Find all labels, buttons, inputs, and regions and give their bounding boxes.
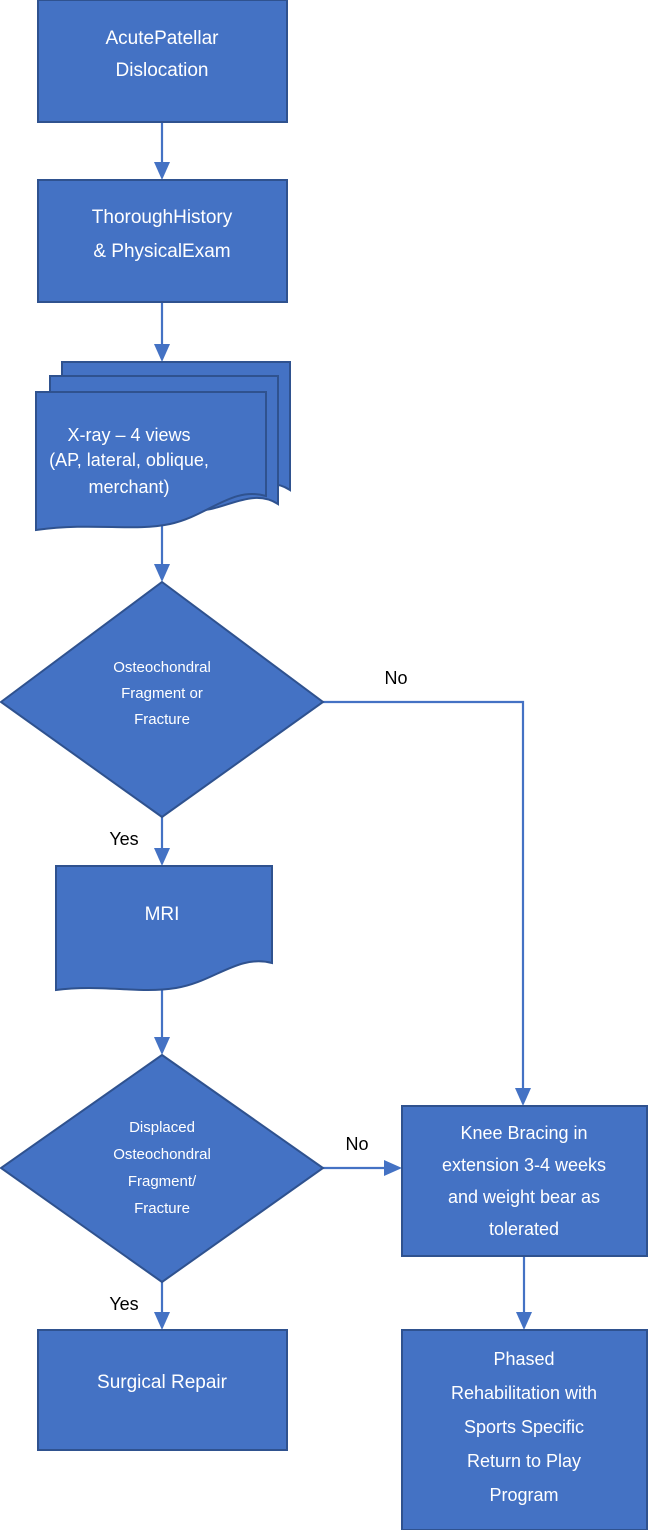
node-xray-line-0: X-ray – 4 views (67, 425, 190, 445)
mri-document-shape (55, 865, 273, 992)
node-decision2-line-0: Displaced (129, 1119, 195, 1136)
node-knee-bracing-line-2: and weight bear as (448, 1187, 600, 1207)
node-decision-displaced-osteochondral-fragment-fracture[interactable]: Displaced Osteochondral Fragment/ Fractu… (0, 1053, 325, 1284)
node-acute-patellar-dislocation-line-1: Dislocation (116, 60, 209, 81)
connector-decision2-yes-to-surgery (154, 1282, 170, 1330)
connector-decision1-no-to-bracing (323, 700, 531, 1106)
node-xray-4-views[interactable]: X-ray – 4 views (AP, lateral, oblique, m… (35, 361, 291, 532)
connector-decision2-no-to-bracing (323, 1160, 402, 1176)
node-thorough-history-physical-exam[interactable]: ThoroughHistory & PhysicalExam (37, 179, 288, 303)
node-decision2-line-1: Osteochondral (113, 1146, 211, 1163)
connector-decision1-yes-to-mri (154, 817, 170, 866)
node-phased-rehab-line-3: Return to Play (467, 1451, 581, 1471)
node-phased-rehabilitation[interactable]: Phased Rehabilitation with Sports Specif… (401, 1329, 648, 1530)
connector-start-to-history (154, 122, 170, 180)
node-knee-bracing-line-1: extension 3-4 weeks (442, 1155, 606, 1175)
node-thorough-history-line-0: ThoroughHistory (92, 207, 233, 228)
node-phased-rehab-line-4: Program (489, 1485, 558, 1505)
node-mri[interactable]: MRI (55, 865, 273, 992)
xray-stack-sheet-front (35, 391, 267, 532)
connector-bracing-to-rehab (516, 1256, 532, 1330)
node-decision1-line-1: Fragment or (121, 685, 203, 702)
node-xray-line-2: merchant) (88, 477, 169, 497)
node-surgical-repair[interactable]: Surgical Repair (37, 1329, 288, 1451)
node-xray-line-1: (AP, lateral, oblique, (49, 450, 209, 470)
node-acute-patellar-dislocation[interactable]: AcutePatellar Dislocation (37, 0, 288, 123)
node-decision-osteochondral-fragment-or-fracture[interactable]: Osteochondral Fragment or Fracture (0, 580, 325, 819)
node-phased-rehab-line-0: Phased (493, 1349, 554, 1369)
node-phased-rehab-line-1: Rehabilitation with (451, 1383, 597, 1403)
edge-label-decision2-no: No (345, 1134, 368, 1154)
node-knee-bracing-line-0: Knee Bracing in (460, 1123, 587, 1143)
node-decision2-line-3: Fracture (134, 1200, 190, 1217)
node-thorough-history-line-1: & PhysicalExam (93, 241, 230, 262)
edge-label-decision1-yes: Yes (109, 829, 138, 849)
node-acute-patellar-dislocation-line-0: AcutePatellar (105, 28, 219, 49)
node-knee-bracing[interactable]: Knee Bracing in extension 3-4 weeks and … (401, 1105, 648, 1257)
node-decision1-line-0: Osteochondral (113, 659, 211, 676)
edge-label-decision2-yes: Yes (109, 1294, 138, 1314)
edge-label-decision1-no: No (384, 668, 407, 688)
node-phased-rehab-line-2: Sports Specific (464, 1417, 584, 1437)
node-surgical-repair-line-0: Surgical Repair (97, 1372, 228, 1393)
connector-history-to-xray (154, 302, 170, 362)
node-decision1-line-2: Fracture (134, 711, 190, 728)
node-decision2-line-2: Fragment/ (128, 1173, 197, 1190)
node-knee-bracing-line-3: tolerated (489, 1219, 559, 1239)
node-mri-line-0: MRI (145, 904, 180, 925)
